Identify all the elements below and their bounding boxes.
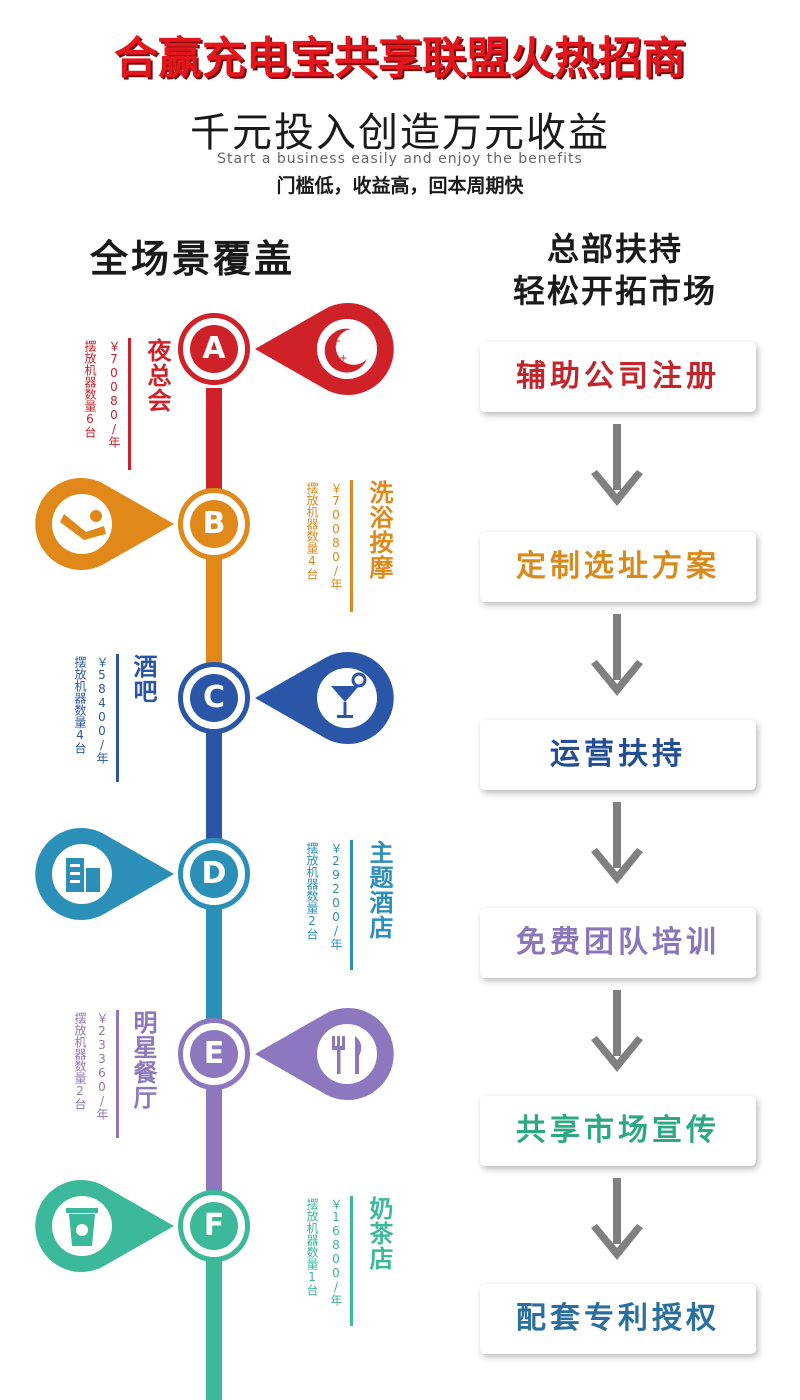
cocktail-icon <box>255 652 394 744</box>
scene-rule <box>128 338 131 470</box>
scene-name: 夜总会 <box>143 338 171 413</box>
scene-name: 主题酒店 <box>365 840 393 940</box>
step-company-registration: 辅助公司注册 <box>480 342 756 412</box>
scene-machines: 摆放机器数量2台 <box>305 842 319 940</box>
scene-machines: 摆放机器数量4台 <box>73 656 87 754</box>
timeline-segment <box>206 696 222 870</box>
subtitle: 千元投入创造万元收益 <box>190 110 610 156</box>
right-heading-line-2: 轻松开拓市场 <box>512 272 717 310</box>
arrow-down-icon <box>591 424 643 506</box>
node-letter: A <box>190 325 238 373</box>
cutlery-icon <box>255 1008 394 1100</box>
svg-text:+: + <box>331 334 341 348</box>
scene-machines: 摆放机器数量1台 <box>305 1198 319 1296</box>
english-subtitle: Start a business easily and enjoy the be… <box>217 151 583 167</box>
arrow-down-icon <box>591 802 643 884</box>
timeline-segment <box>206 1226 222 1400</box>
scene-name: 奶茶店 <box>365 1196 393 1271</box>
step-team-training: 免费团队培训 <box>480 908 756 978</box>
timeline-node-c: C <box>178 662 250 734</box>
scene-price: ￥29200/年 <box>329 842 343 950</box>
step-operation-support: 运营扶持 <box>480 720 756 790</box>
scene-price: ￥23360/年 <box>95 1012 109 1120</box>
step-market-promotion: 共享市场宣传 <box>480 1096 756 1166</box>
scene-rule <box>116 1010 119 1138</box>
scene-price: ￥16800/年 <box>329 1198 343 1306</box>
arrow-down-icon <box>591 614 643 696</box>
scene-rule <box>350 1196 353 1326</box>
scene-price: ￥70080/年 <box>107 340 121 448</box>
hotel-icon <box>35 828 174 920</box>
main-title: 合赢充电宝共享联盟火热招商 <box>114 33 686 84</box>
node-letter: E <box>190 1030 238 1078</box>
node-letter: D <box>190 850 238 898</box>
scene-machines: 摆放机器数量6台 <box>83 340 97 438</box>
scene-rule <box>116 654 119 782</box>
arrow-down-icon <box>591 1178 643 1260</box>
timeline-segment <box>206 870 222 1050</box>
scene-name: 明星餐厅 <box>129 1010 157 1110</box>
cup-icon <box>35 1180 174 1272</box>
moon-icon: + + <box>255 303 394 395</box>
timeline-node-f: F <box>178 1190 250 1262</box>
scene-machines: 摆放机器数量2台 <box>73 1012 87 1110</box>
scene-rule <box>350 480 353 612</box>
step-site-selection: 定制选址方案 <box>480 532 756 602</box>
right-heading-line-1: 总部扶持 <box>546 230 683 268</box>
step-patent-license: 配套专利授权 <box>480 1284 756 1354</box>
timeline-segment <box>206 1050 222 1226</box>
right-heading: 总部扶持 轻松开拓市场 <box>460 228 770 312</box>
scene-price: ￥58400/年 <box>95 656 109 764</box>
scene-name: 酒吧 <box>129 654 157 704</box>
timeline-node-b: B <box>178 488 250 560</box>
node-letter: B <box>190 500 238 548</box>
left-heading: 全场景覆盖 <box>90 237 296 281</box>
timeline-node-a: A <box>178 313 250 385</box>
scene-machines: 摆放机器数量4台 <box>305 482 319 580</box>
arrow-down-icon <box>591 990 643 1072</box>
timeline-node-d: D <box>178 838 250 910</box>
tagline: 门槛低，收益高，回本周期快 <box>276 175 524 197</box>
scene-name: 洗浴按摩 <box>365 480 393 580</box>
svg-text:+: + <box>339 353 347 364</box>
scene-price: ￥70080/年 <box>329 482 343 590</box>
timeline-segment <box>206 388 222 516</box>
timeline-segment <box>206 516 222 696</box>
bath-icon <box>35 478 174 570</box>
node-letter: C <box>190 674 238 722</box>
node-letter: F <box>190 1202 238 1250</box>
timeline-node-e: E <box>178 1018 250 1090</box>
scene-rule <box>350 840 353 970</box>
